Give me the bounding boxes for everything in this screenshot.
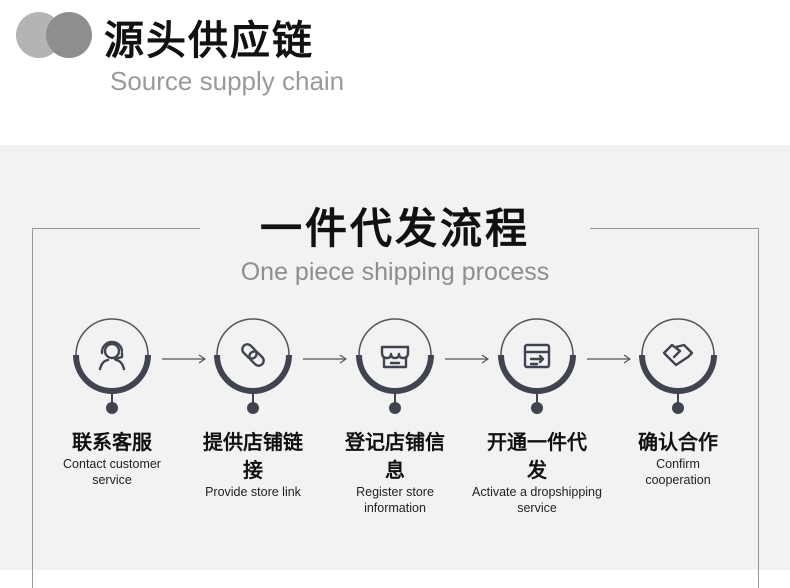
step-title: 登记店铺信息 [345, 430, 445, 482]
step-title: 开通一件代发 [487, 430, 587, 482]
step-description: Register store information [356, 485, 434, 515]
step-badge [356, 318, 434, 414]
box-icon [523, 343, 551, 369]
link-icon [241, 343, 265, 367]
step-badge [73, 318, 151, 414]
header-subtitle: Source supply chain [110, 66, 345, 96]
step-badge [639, 318, 717, 414]
process-step: 登记店铺信息 Register store information [325, 310, 465, 516]
step-title: 联系客服 [72, 430, 152, 454]
header-title: 源头供应链 [104, 18, 314, 64]
handshake-icon [662, 343, 694, 367]
process-step: 联系客服 Contact customer service [42, 310, 182, 488]
arrow-right-icon [162, 349, 207, 364]
header: 源头供应链 Source supply chain [0, 0, 790, 145]
process-step: 开通一件代发 Activate a dropshipping service [467, 310, 607, 516]
step-description: Provide store link [205, 485, 301, 499]
arrow-right-icon [303, 349, 348, 364]
step-description: Activate a dropshipping service [472, 485, 602, 515]
arrow-right-icon [587, 349, 632, 364]
section-subtitle: One piece shipping process [240, 258, 550, 286]
step-badge [214, 318, 292, 414]
arrow-right-icon [445, 349, 490, 364]
store-icon [380, 345, 410, 369]
step-title: 提供店铺链接 [203, 430, 303, 482]
process-step: 提供店铺链接 Provide store link [183, 310, 323, 500]
process-step: 确认合作 Confirm cooperation [608, 310, 748, 488]
section-heading: 一件代发流程 One piece shipping process [200, 195, 590, 287]
step-title: 确认合作 [638, 430, 718, 454]
section-title: 一件代发流程 [259, 204, 530, 253]
step-description: Contact customer service [63, 457, 161, 487]
step-description: Confirm cooperation [645, 457, 711, 487]
logo-circle-icon [46, 12, 92, 58]
step-badge [498, 318, 576, 414]
customer-service-icon [98, 340, 126, 371]
process-section: 一件代发流程 One piece shipping process 联系客服 C… [0, 145, 790, 588]
